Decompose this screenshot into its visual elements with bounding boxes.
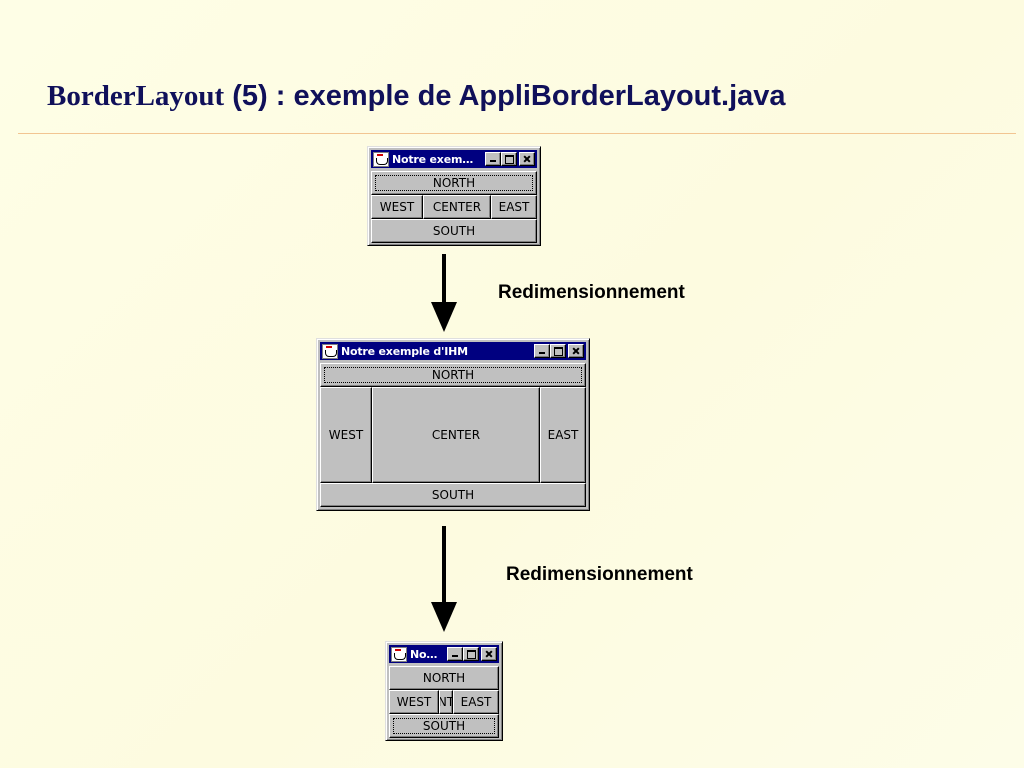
south-button[interactable]: SOUTH: [389, 714, 499, 738]
maximize-icon[interactable]: [501, 152, 517, 166]
window-title: No…: [410, 647, 438, 661]
minimize-icon[interactable]: [534, 344, 550, 358]
close-icon[interactable]: [481, 647, 497, 661]
window-title: Notre exemple d'IHM: [341, 344, 468, 358]
resize-label: Redimensionnement: [498, 282, 685, 303]
window-titlebar[interactable]: Notre exem…: [371, 150, 537, 168]
minimize-icon[interactable]: [485, 152, 501, 166]
south-button[interactable]: SOUTH: [320, 483, 586, 507]
arrow-down-icon: [431, 526, 457, 632]
maximize-icon[interactable]: [463, 647, 479, 661]
north-button[interactable]: NORTH: [389, 666, 499, 690]
resize-label: Redimensionnement: [506, 564, 693, 585]
maximize-icon[interactable]: [550, 344, 566, 358]
center-button[interactable]: CENTER: [372, 387, 540, 483]
close-icon[interactable]: [568, 344, 584, 358]
window-small[interactable]: Notre exem… NORTH WEST CENTER EAST SOUTH: [367, 146, 541, 246]
west-button[interactable]: WEST: [320, 387, 372, 483]
minimize-icon[interactable]: [447, 647, 463, 661]
window-titlebar[interactable]: No…: [389, 645, 499, 663]
java-coffee-cup-icon[interactable]: [373, 151, 389, 167]
slide-title: BorderLayout (5) : exemple de AppliBorde…: [47, 80, 786, 113]
south-button[interactable]: SOUTH: [371, 219, 537, 243]
window-titlebar[interactable]: Notre exemple d'IHM: [320, 342, 586, 360]
north-button[interactable]: NORTH: [371, 171, 537, 195]
window-large[interactable]: Notre exemple d'IHM NORTH WEST CENTER EA…: [316, 338, 590, 511]
slide-title-class-name: BorderLayout: [47, 80, 225, 112]
border-layout-panel: NORTH WEST CENTER EAST SOUTH: [371, 171, 537, 243]
west-button[interactable]: WEST: [389, 690, 439, 714]
arrow-down-icon: [431, 254, 457, 332]
java-coffee-cup-icon[interactable]: [391, 646, 407, 662]
center-button[interactable]: CENTER: [423, 195, 491, 219]
java-coffee-cup-icon[interactable]: [322, 343, 338, 359]
border-layout-panel: NORTH WEST CENTER EAST SOUTH: [320, 363, 586, 507]
center-button[interactable]: NT: [439, 690, 453, 714]
slide-title-text: (5) : exemple de AppliBorderLayout.java: [224, 80, 786, 112]
border-layout-panel: NORTH WEST NT EAST SOUTH: [389, 666, 499, 738]
east-button[interactable]: EAST: [540, 387, 586, 483]
close-icon[interactable]: [519, 152, 535, 166]
west-button[interactable]: WEST: [371, 195, 423, 219]
east-button[interactable]: EAST: [491, 195, 537, 219]
window-narrow[interactable]: No… NORTH WEST NT EAST SOUTH: [385, 641, 503, 741]
east-button[interactable]: EAST: [453, 690, 499, 714]
window-title: Notre exem…: [392, 152, 474, 166]
title-divider: [18, 133, 1016, 134]
north-button[interactable]: NORTH: [320, 363, 586, 387]
